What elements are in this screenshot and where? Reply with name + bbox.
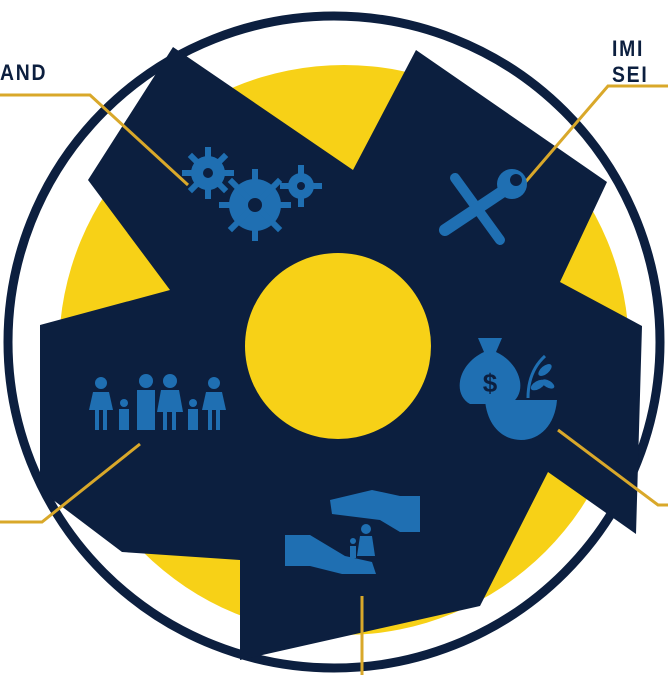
center-circle xyxy=(245,253,431,439)
connector-top-right xyxy=(520,84,668,187)
connectors xyxy=(0,84,668,675)
label-top-right: IMI SEI xyxy=(612,36,649,87)
connector-left xyxy=(0,442,141,524)
gears-icon xyxy=(182,147,322,241)
family-icon xyxy=(89,374,226,430)
money-bag-plant-icon: $ xyxy=(459,338,557,440)
tools-icon xyxy=(439,169,527,245)
label-top-left: AND xyxy=(0,60,48,85)
outer-ring xyxy=(3,11,665,673)
connector-top-left xyxy=(0,93,190,187)
connector-right xyxy=(557,428,668,507)
svg-text:$: $ xyxy=(483,368,498,398)
caring-hands-icon xyxy=(285,490,420,574)
